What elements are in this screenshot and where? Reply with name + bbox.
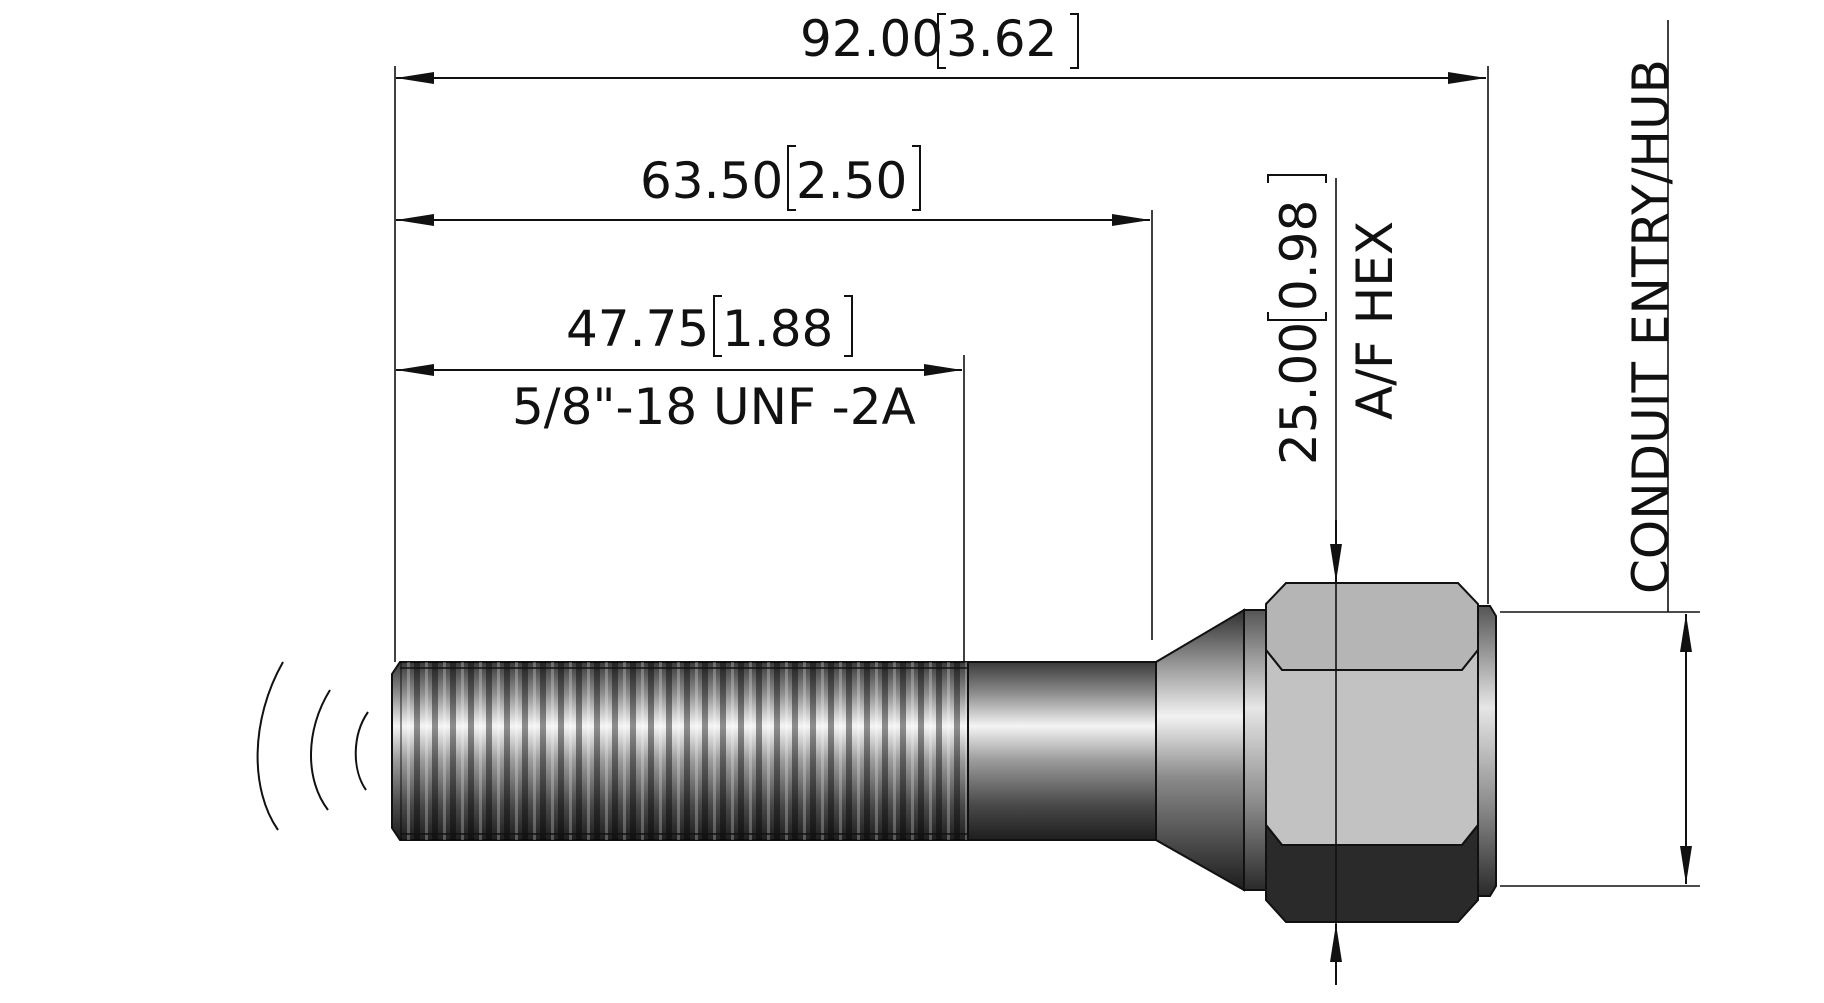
conduit-entry-label: CONDUIT ENTRY/HUB	[1622, 59, 1680, 594]
hex-size-value: 25.00	[1270, 322, 1328, 465]
hex-nut	[1265, 582, 1479, 923]
thread-length-label: 47.75 1.88 5/8"-18 UNF -2A	[512, 295, 916, 436]
overall-length-value: 92.00	[800, 10, 943, 68]
extension-lines	[394, 20, 1700, 960]
hex-label: A/F HEX	[1346, 221, 1404, 420]
shank-length-label: 63.50 2.50	[640, 145, 921, 211]
thread-length-inch: 1.88	[722, 300, 833, 358]
shank-length-inch: 2.50	[796, 152, 907, 210]
break-marks	[256, 661, 369, 831]
overall-length-label: 92.00 3.62	[800, 10, 1079, 69]
cone-section	[1155, 608, 1245, 892]
thread-length-value: 47.75	[566, 300, 709, 358]
hub-ring	[1477, 605, 1497, 897]
dimension-lines	[396, 72, 1692, 985]
shank-length-value: 63.50	[640, 152, 783, 210]
overall-length-inch: 3.62	[946, 10, 1057, 68]
hex-size-label: 25.00 0.98	[1267, 174, 1328, 465]
hex-size-inch: 0.98	[1270, 200, 1328, 311]
collar	[1243, 609, 1267, 891]
threaded-section	[391, 661, 969, 841]
plain-shank	[967, 661, 1157, 841]
fitting-body	[391, 582, 1497, 923]
thread-spec: 5/8"-18 UNF -2A	[512, 378, 916, 436]
